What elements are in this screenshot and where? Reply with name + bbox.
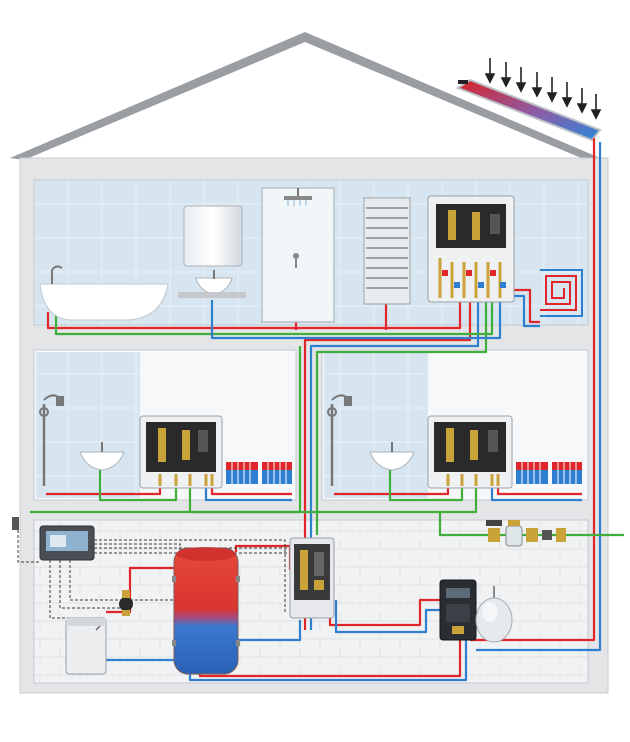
shower-icon xyxy=(261,187,335,323)
tile-wall-left xyxy=(36,352,140,498)
riser-drinking xyxy=(315,300,488,535)
control-panel-icon xyxy=(39,525,95,561)
fresh-water-station-upper-icon xyxy=(427,195,515,303)
shower-right-icon xyxy=(327,394,352,486)
expansion-vessel-icon xyxy=(475,586,513,643)
solar-return-pipe xyxy=(476,142,602,652)
upper-cold-line xyxy=(210,300,502,340)
floor-heating-feed xyxy=(512,288,540,324)
solar-collector xyxy=(455,58,602,142)
shower-left-icon xyxy=(39,394,64,486)
floor-heating-return xyxy=(512,294,540,328)
radiator-right-1-icon xyxy=(516,462,548,484)
washbasin-left-icon xyxy=(79,442,125,471)
wall-sensor-icon xyxy=(12,517,19,530)
collector-sensor-icon xyxy=(458,80,468,84)
mid-right-rad-cold xyxy=(490,486,582,502)
mid-left-rad-hot xyxy=(210,486,292,496)
fresh-water-station-right-icon xyxy=(427,415,513,489)
mid-right-hot xyxy=(334,486,450,496)
washbasin-upper-icon xyxy=(178,205,246,298)
riser-hot xyxy=(303,300,472,630)
washbasin-right-icon xyxy=(369,442,415,471)
fresh-water-station-left-icon xyxy=(139,415,223,489)
radiator-left-2-icon xyxy=(262,462,292,484)
boiler-icon xyxy=(65,617,107,675)
heat-pump-controller-icon xyxy=(439,579,477,641)
bathtub-icon xyxy=(39,265,169,321)
upper-hot-line xyxy=(46,300,462,330)
mid-left-hot xyxy=(46,486,162,496)
tank-to-station-cold xyxy=(236,620,302,642)
solar-flow-pipe xyxy=(470,138,596,642)
circulation-pump-icon xyxy=(119,590,133,616)
mid-left-drink xyxy=(98,470,178,502)
mid-right-rad-hot xyxy=(496,486,582,496)
towel-radiator-icon xyxy=(363,197,411,305)
underfloor-heating-coil-icon xyxy=(540,269,583,317)
riser-cold xyxy=(309,300,480,630)
radiator-left-1-icon xyxy=(226,462,258,484)
upper-drink-line xyxy=(54,300,494,336)
mid-left-rad-cold xyxy=(204,486,292,502)
radiator-right-2-icon xyxy=(552,462,582,484)
mirror-cabinet-icon xyxy=(183,205,243,267)
buffer-storage-tank-icon xyxy=(172,547,240,675)
water-filter-assembly-icon xyxy=(486,520,566,547)
tank-bottom-loop xyxy=(188,640,468,682)
tile-wall-right xyxy=(324,352,428,498)
fresh-water-station-basement-icon xyxy=(289,537,335,619)
station-return-cold xyxy=(334,600,440,634)
mid-right-drink xyxy=(388,468,464,502)
sun-rays-icon xyxy=(484,58,602,120)
